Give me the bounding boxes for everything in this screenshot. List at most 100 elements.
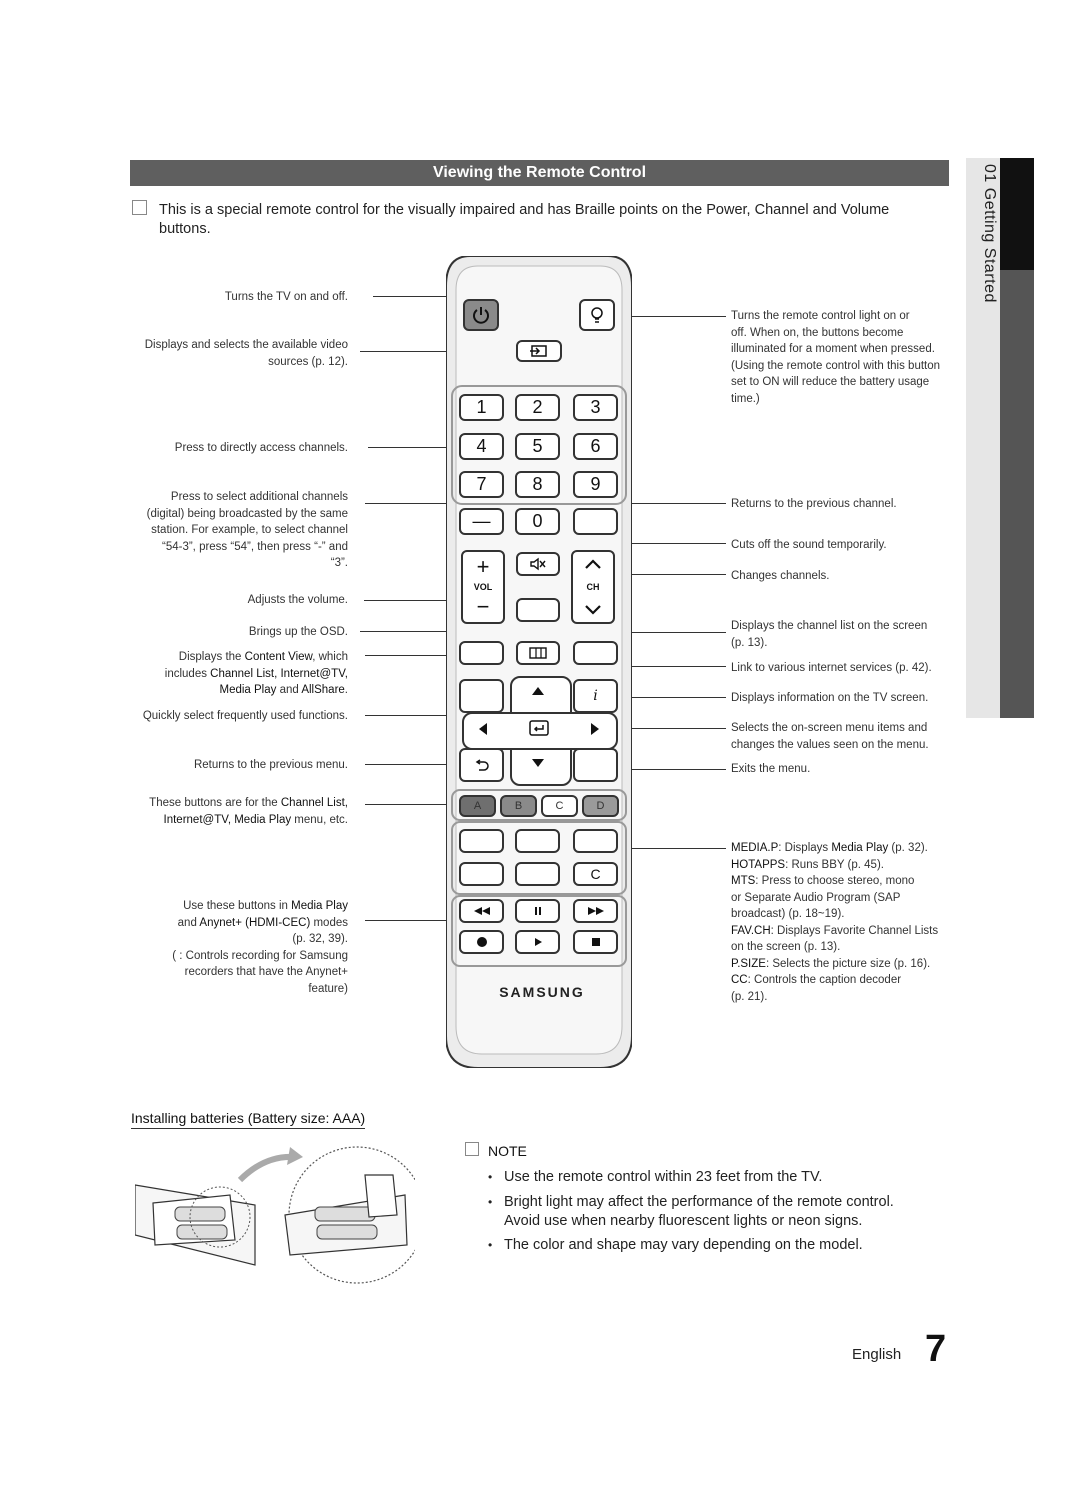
info-label: Displays information on the TV screen. (731, 692, 929, 704)
hotapps-button[interactable] (515, 829, 560, 853)
leader-line (365, 503, 457, 504)
page-number: 7 (925, 1328, 947, 1370)
leader-line (365, 804, 457, 805)
leader-line (616, 316, 726, 317)
mute-icon (530, 557, 546, 571)
fast-forward-button[interactable] (573, 899, 618, 923)
dpad-center-fill (512, 714, 566, 748)
samsung-logo: SAMSUNG (499, 984, 585, 1000)
content-button[interactable] (516, 641, 560, 665)
note-item: Use the remote control within 23 feet fr… (488, 1168, 928, 1187)
leader-line (620, 769, 726, 770)
exit-label: Exits the menu. (731, 763, 811, 775)
fast-forward-icon (587, 907, 604, 915)
pause-button[interactable] (515, 899, 560, 923)
volume-down-icon[interactable]: − (476, 594, 490, 619)
leader-line (560, 543, 726, 544)
leader-line (365, 920, 457, 921)
chapter-label: 01 Getting Started (981, 164, 998, 303)
mute-button[interactable] (516, 552, 560, 576)
pause-icon (534, 907, 541, 915)
up-arrow-icon[interactable] (531, 686, 545, 696)
volume-label-key: VOL (473, 582, 493, 592)
source-button[interactable] (516, 340, 562, 362)
red-a-button[interactable]: A (459, 795, 496, 817)
chlist-button[interactable] (516, 598, 560, 622)
return-label: Returns to the previous menu. (193, 759, 348, 771)
yellow-c-button[interactable]: C (541, 795, 578, 817)
digit-1-button[interactable]: 1 (459, 394, 504, 421)
digit-4-button[interactable]: 4 (459, 433, 504, 460)
digit-9-button[interactable]: 9 (573, 471, 618, 498)
leader-line (630, 666, 726, 667)
note-checkbox-icon (132, 200, 147, 215)
tools-button[interactable] (459, 679, 504, 713)
favch-button[interactable] (459, 862, 504, 886)
blue-d-button[interactable]: D (582, 795, 619, 817)
mts-button[interactable] (573, 829, 618, 853)
digit-5-button[interactable]: 5 (515, 433, 560, 460)
power-label: Turns the TV on and off. (224, 291, 348, 303)
down-arrow-icon[interactable] (531, 758, 545, 768)
volume-label: Adjusts the volume. (247, 594, 348, 606)
color-buttons-label: These buttons are for the Channel List, … (149, 797, 348, 826)
digit-6-button[interactable]: 6 (573, 433, 618, 460)
left-arrow-icon[interactable] (478, 722, 488, 736)
leader-line (560, 728, 726, 729)
green-b-button[interactable]: B (500, 795, 537, 817)
cc-button[interactable]: C (573, 862, 618, 886)
leader-line (360, 631, 523, 632)
volume-rocker[interactable]: + VOL − (461, 550, 505, 624)
digit-2-button[interactable]: 2 (515, 394, 560, 421)
note-icon (465, 1142, 479, 1156)
note-item: The color and shape may vary depending o… (488, 1236, 928, 1255)
enter-icon[interactable] (529, 720, 549, 736)
digit-3-button[interactable]: 3 (573, 394, 618, 421)
dash-button[interactable]: — (459, 508, 504, 535)
channel-rocker[interactable]: CH (571, 550, 615, 624)
return-button[interactable] (459, 748, 504, 782)
channel-label-key: CH (586, 582, 600, 592)
digit-8-button[interactable]: 8 (515, 471, 560, 498)
prech-button[interactable] (573, 508, 618, 535)
psize-button[interactable] (515, 862, 560, 886)
digit-0-button[interactable]: 0 (515, 508, 560, 535)
leader-line (620, 697, 726, 698)
leader-line (373, 296, 461, 297)
source-label: Displays and selects the available video… (144, 339, 348, 368)
volume-up-icon[interactable]: + (476, 554, 490, 579)
info-button[interactable]: i (573, 679, 618, 713)
source-icon (530, 345, 547, 357)
leader-line (368, 447, 456, 448)
stop-icon (591, 938, 600, 946)
leader-line (590, 632, 726, 633)
channels-label: Press to directly access channels. (174, 442, 348, 454)
right-arrow-icon[interactable] (590, 722, 600, 736)
rewind-button[interactable] (459, 899, 504, 923)
channel-label: Changes channels. (731, 570, 830, 582)
leader-line (360, 351, 515, 352)
leader-line (625, 848, 726, 849)
up-arrow-icon[interactable] (584, 558, 602, 570)
power-icon (473, 307, 489, 324)
light-button[interactable] (579, 299, 615, 331)
menu-button[interactable] (459, 641, 504, 665)
internet-label: Link to various internet services (p. 42… (731, 662, 932, 674)
osd-label: Brings up the OSD. (248, 626, 348, 638)
exit-button[interactable] (573, 748, 618, 782)
leader-line (616, 574, 726, 575)
power-button[interactable] (463, 299, 499, 331)
down-arrow-icon[interactable] (584, 604, 602, 616)
side-tab-marker (1000, 158, 1034, 270)
note-title: NOTE (488, 1143, 527, 1159)
stop-button[interactable] (573, 930, 618, 954)
mediap-button[interactable] (459, 829, 504, 853)
record-button[interactable] (459, 930, 504, 954)
internet-button[interactable] (573, 641, 618, 665)
play-button[interactable] (515, 930, 560, 954)
leader-line (365, 655, 457, 656)
digit-7-button[interactable]: 7 (459, 471, 504, 498)
side-tab-background (966, 158, 1000, 718)
leader-line (365, 764, 457, 765)
